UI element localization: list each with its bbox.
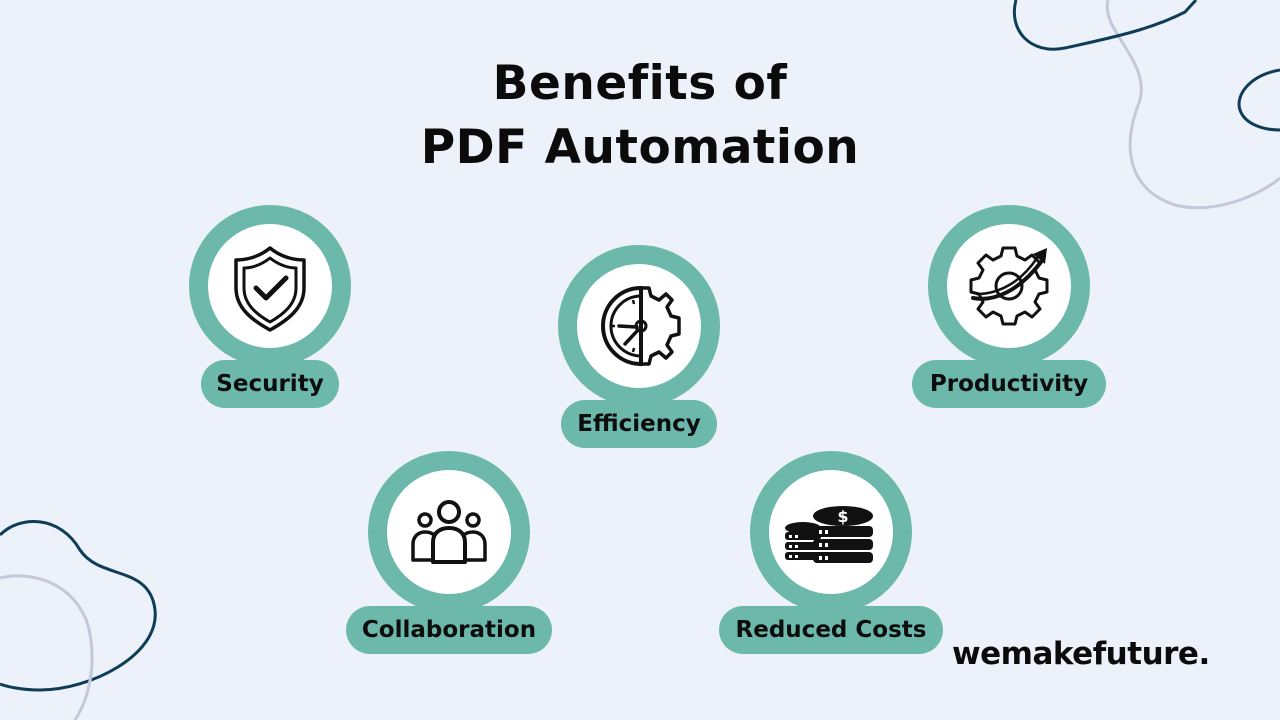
benefit-ring [368,451,530,613]
curve-top-right-dark [1013,0,1198,51]
benefit-ring [558,245,720,407]
benefit-ring [928,205,1090,367]
title-line-1: Benefits of [492,56,788,111]
title-line-2: PDF Automation [420,120,860,175]
benefit-label-pill: Security [201,360,339,408]
benefit-ring: $ [750,451,912,613]
curve-bottom-left-dark [0,520,157,692]
page-title: Benefits of PDF Automation [0,52,1280,180]
curve-top-right-light [1105,0,1280,210]
benefit-label-pill: Reduced Costs [719,606,943,654]
benefit-label-pill: Efficiency [561,400,717,448]
brand-logo-text: wemakefuture. [952,636,1210,672]
benefit-label-pill: Collaboration [346,606,552,654]
curve-right-dark [1237,68,1280,132]
gear-growth-arrow-icon [969,246,1049,326]
benefit-ring [189,205,351,367]
team-people-icon [411,500,487,564]
clock-gear-icon [601,286,681,366]
curve-bottom-left-light [0,574,94,720]
benefit-label-pill: Productivity [912,360,1106,408]
coin-stacks-dollar-icon: $ [785,506,873,563]
shield-check-icon [234,246,306,332]
svg-text:$: $ [837,507,848,526]
